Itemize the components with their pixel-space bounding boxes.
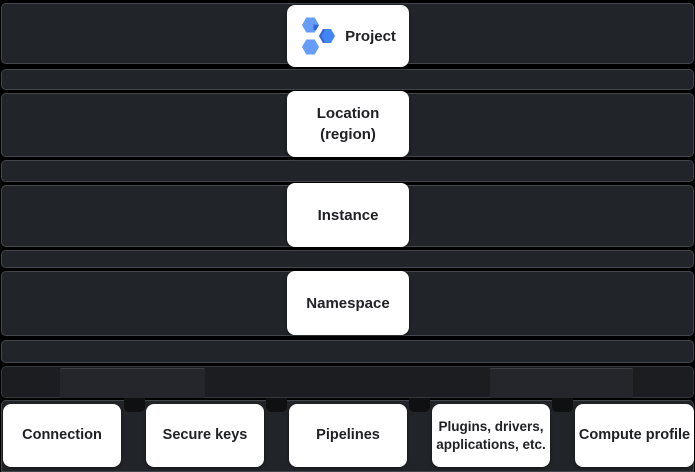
node-namespace-label: Namespace (306, 294, 390, 312)
node-location-label: Location (region) (316, 105, 380, 143)
res-compute-profile: Compute profile (575, 404, 694, 467)
res-connection-label: Connection (22, 427, 102, 443)
node-location: Location (region) (287, 91, 409, 157)
band-spacer-1 (1, 69, 694, 90)
gap-notch-1 (124, 398, 145, 412)
res-secure-keys: Secure keys (146, 404, 264, 467)
subpanel-right (490, 368, 633, 398)
gap-notch-2 (266, 398, 287, 412)
res-pipelines-label: Pipelines (316, 427, 380, 443)
res-compute-profile-label: Compute profile (578, 427, 691, 443)
node-project-label: Project (345, 27, 396, 45)
band-spacer-4 (1, 340, 694, 363)
res-connection: Connection (3, 404, 121, 467)
band-spacer-3 (1, 250, 694, 268)
res-plugins: Plugins, drivers, applications, etc. (432, 404, 550, 467)
res-plugins-label: Plugins, drivers, applications, etc. (436, 418, 546, 452)
res-pipelines: Pipelines (289, 404, 407, 467)
band-spacer-2 (1, 160, 694, 182)
res-secure-keys-label: Secure keys (162, 427, 248, 443)
subpanel-left (60, 368, 205, 398)
node-instance-label: Instance (317, 206, 379, 224)
node-instance: Instance (287, 183, 409, 247)
gap-notch-4 (552, 398, 573, 412)
gap-notch-3 (409, 398, 430, 412)
node-project: Project (287, 5, 409, 67)
node-namespace: Namespace (287, 271, 409, 335)
data-fusion-hexagons-icon (302, 17, 336, 55)
